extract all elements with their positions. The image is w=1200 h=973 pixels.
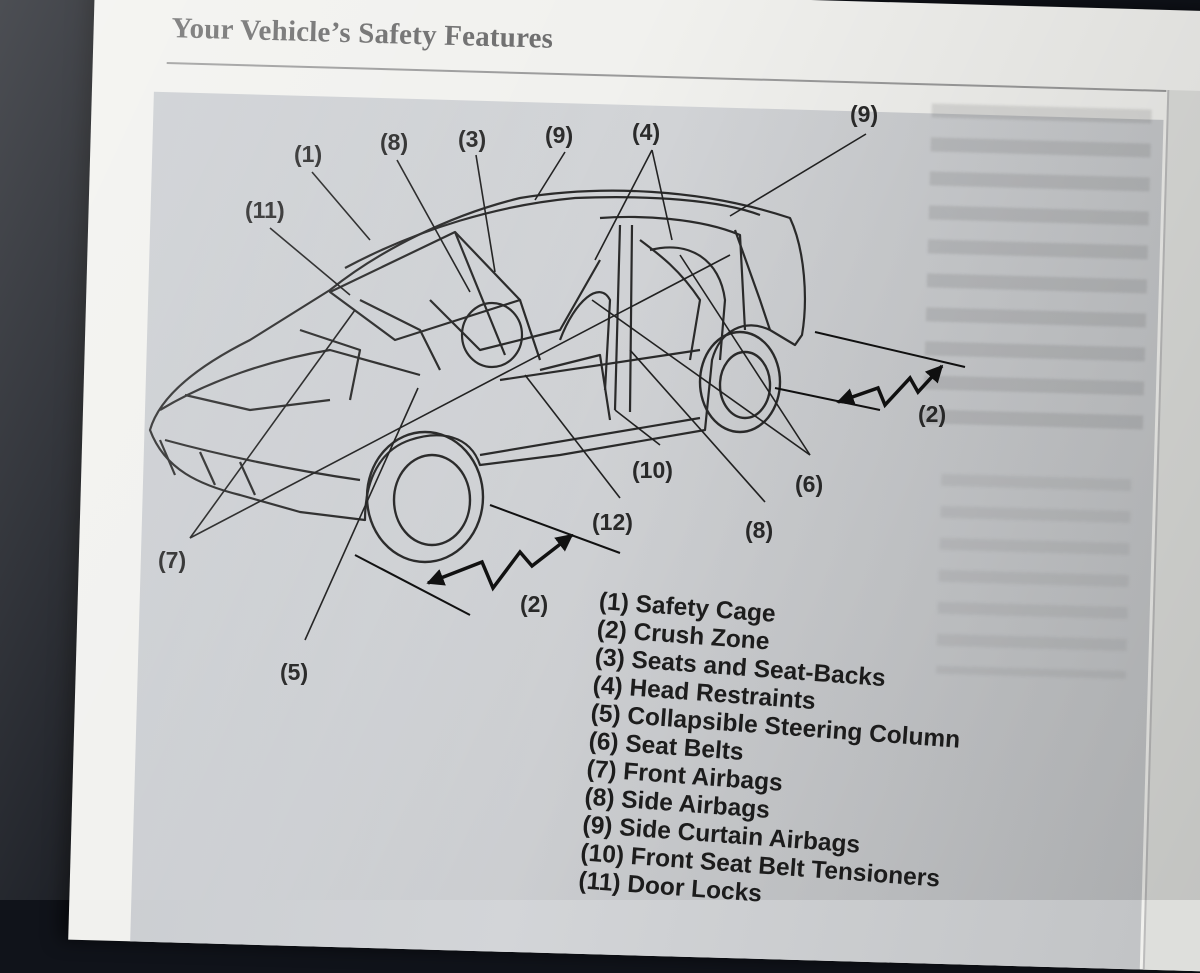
callout-belt-tensioners: (10) (632, 457, 673, 483)
crush-zone-rear (774, 331, 966, 411)
callout-labels: (1) (8) (3) (9) (4) (9) (11) (2) (6) (10… (158, 101, 946, 685)
vehicle-safety-diagram: (1) (8) (3) (9) (4) (9) (11) (2) (6) (10… (148, 101, 966, 685)
callout-door-locks: (11) (245, 197, 285, 223)
rear-wheel (698, 330, 782, 434)
callout-side-airbags-top: (8) (380, 129, 408, 155)
callout-crush-zone-rear: (2) (918, 401, 946, 427)
callout-seat-belts: (6) (795, 471, 823, 497)
leader-lines (189, 133, 867, 641)
callout-crush-zone-front: (2) (520, 591, 548, 617)
car-outline (148, 189, 806, 522)
callout-safety-cage: (1) (294, 141, 322, 167)
callout-curtain-airbags-right: (9) (850, 101, 878, 127)
crush-zone-front (354, 504, 621, 616)
callout-side-airbags-bottom: (8) (745, 517, 773, 543)
callout-seats: (3) (458, 126, 486, 152)
feature-legend: (1) Safety Cage (2) Crush Zone (3) Seats… (577, 588, 969, 922)
callout-item-12: (12) (592, 509, 633, 535)
callout-head-restraints: (4) (632, 119, 660, 145)
front-wheel (365, 430, 485, 564)
callout-front-airbags: (7) (158, 547, 186, 573)
callout-curtain-airbags-top: (9) (545, 122, 573, 148)
callout-steering-column: (5) (280, 659, 308, 685)
